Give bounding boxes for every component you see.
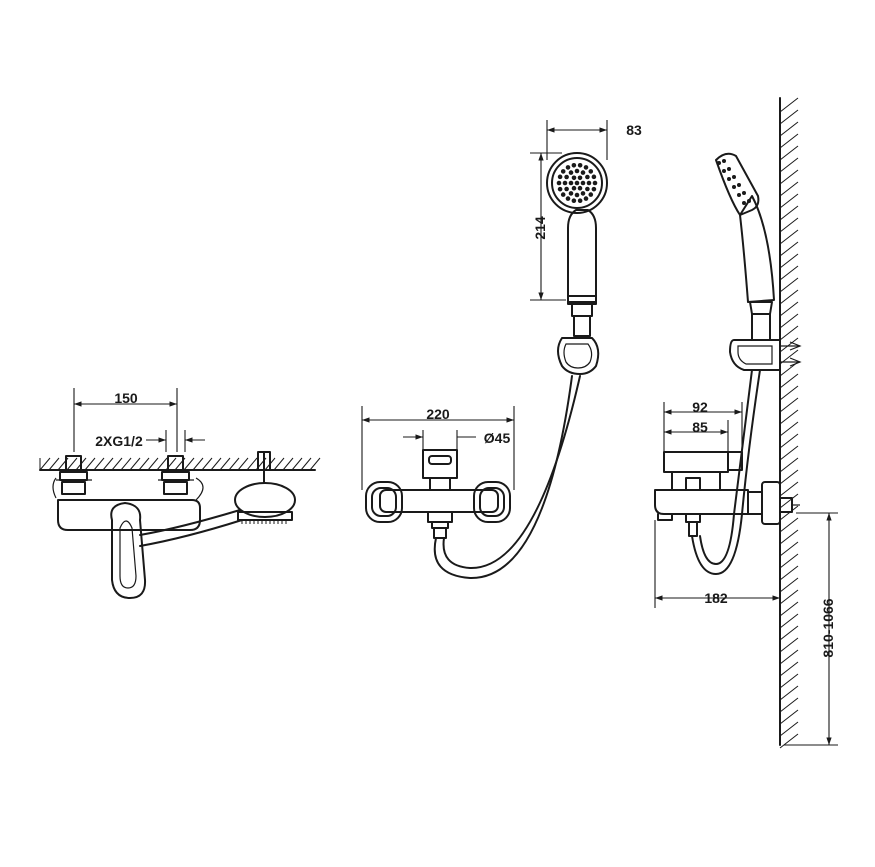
- front-view-left-flange: [365, 481, 403, 523]
- dim-head-width: 83: [546, 120, 642, 160]
- front-view-shower-handle: [567, 209, 597, 303]
- front-view-spout: [427, 511, 453, 523]
- front-view-right-flange: [473, 481, 511, 523]
- dim-label-outlet-diameter: Ø45: [484, 430, 511, 446]
- front-view-shower-nozzles: [556, 162, 598, 204]
- side-view-wall-connector: [747, 491, 763, 515]
- top-view-lever-handle: [110, 502, 147, 599]
- front-view: [365, 152, 608, 580]
- dim-depth-inner: 85: [664, 419, 729, 452]
- dim-body-width: 220: [361, 406, 515, 490]
- top-view-mixer-body: [57, 499, 201, 531]
- dim-label-thread: 2XG1/2: [95, 433, 143, 449]
- left-connector: [56, 455, 92, 495]
- dim-shower-length: 214: [530, 152, 566, 301]
- dim-label-shower-length: 214: [532, 216, 548, 240]
- dim-label-top-width: 150: [114, 390, 138, 406]
- dim-label-head-width: 83: [626, 122, 642, 138]
- dim-label-depth-inner: 85: [692, 419, 708, 435]
- dim-label-body-width: 220: [426, 406, 450, 422]
- top-view-wall-hatch: [39, 457, 321, 471]
- front-view-wall-holder: [557, 337, 600, 375]
- front-view-shower-head: [546, 152, 608, 214]
- dim-thread: 2XG1/2: [95, 430, 205, 452]
- top-view-shower-head-nozzles: [241, 520, 287, 524]
- dim-depth-outer: 92: [663, 399, 743, 452]
- side-view-hose: [691, 513, 743, 575]
- dim-label-depth-outer: 92: [692, 399, 708, 415]
- dim-mounting-height: 810-1066: [784, 512, 838, 746]
- side-view-shower-handle: [739, 195, 775, 303]
- side-view-shower-nozzles: [717, 159, 751, 205]
- top-view: [39, 451, 321, 599]
- dim-top-width: 150: [73, 388, 178, 452]
- side-view-wall-holder: [729, 339, 781, 371]
- dim-projection: 182: [654, 520, 780, 608]
- side-view-shower-head: [715, 152, 760, 216]
- side-view-mixer-body: [654, 489, 749, 515]
- side-view-wall-hatch: [779, 97, 799, 749]
- right-connector: [158, 455, 194, 495]
- dim-label-projection: 182: [704, 590, 728, 606]
- dim-outlet-diameter: Ø45: [403, 430, 510, 450]
- dim-label-mounting-height: 810-1066: [820, 598, 836, 657]
